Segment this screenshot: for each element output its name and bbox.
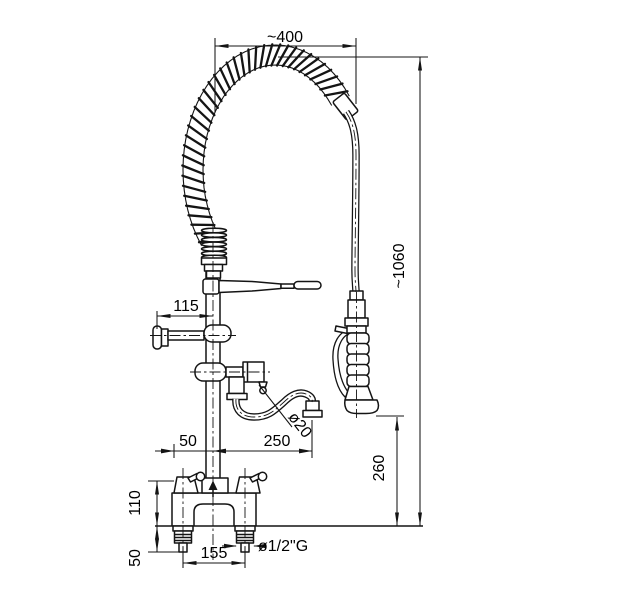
centerlines <box>150 111 357 560</box>
dim-shank-length-label: 50 <box>127 549 144 567</box>
dim-body-height-label: 110 <box>127 490 144 516</box>
dim-total-height: ~1060 <box>278 56 428 526</box>
riser-top-fitting <box>200 257 228 279</box>
coil-inner-edge <box>202 64 333 237</box>
coil-spring-hose <box>181 43 349 244</box>
dim-arc-width: ~400 <box>214 29 357 112</box>
dim-body-height: 110 <box>127 480 174 526</box>
dim-inlet-thread-label: ø1/2"G <box>258 538 308 555</box>
dim-arc-width-label: ~400 <box>267 29 303 46</box>
dim-spout-offset-label: 50 <box>179 433 197 450</box>
left-handle <box>173 471 206 494</box>
spray-head <box>332 290 380 415</box>
hose-ferrule <box>332 92 359 121</box>
dim-inlet-spacing-label: 155 <box>201 545 228 562</box>
dim-spray-clearance: 260 <box>371 415 404 526</box>
base-mixer-body <box>171 477 257 526</box>
right-handle <box>235 471 268 494</box>
coil-outer-edge <box>182 44 350 246</box>
dim-total-height-label: ~1060 <box>391 243 408 288</box>
spout-outlet-flange <box>302 409 323 418</box>
dim-spray-clearance-label: 260 <box>371 455 388 482</box>
coil-bottom-stack <box>200 227 228 261</box>
dim-inlet-thread: ø1/2"G <box>222 538 308 555</box>
dim-spout-reach: 50 250 <box>155 420 313 458</box>
swing-spout <box>232 389 323 421</box>
smooth-hose <box>342 109 360 293</box>
spray-bell <box>344 385 374 401</box>
dim-shank-length: 50 <box>127 526 180 567</box>
dim-bracket-offset-label: 115 <box>173 298 199 315</box>
spray-face <box>344 399 380 415</box>
dim-spout-reach-label: 250 <box>264 433 291 450</box>
dim-inlet-spacing: 155 <box>182 545 246 568</box>
dim-bracket-offset: 115 <box>156 298 213 329</box>
riser-valve-lever <box>202 278 322 295</box>
